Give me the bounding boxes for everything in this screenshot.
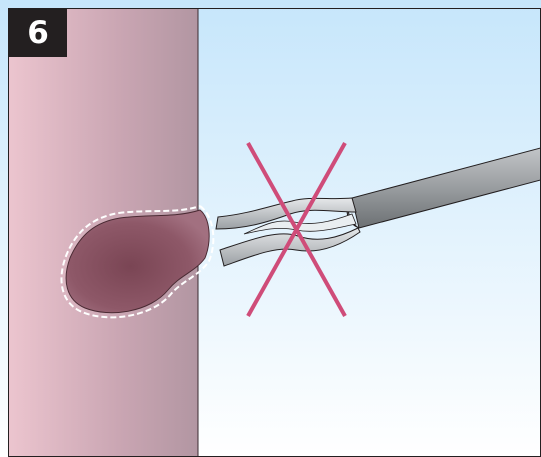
step-number: 6 [27, 18, 49, 49]
step-number-badge: 6 [9, 9, 67, 57]
